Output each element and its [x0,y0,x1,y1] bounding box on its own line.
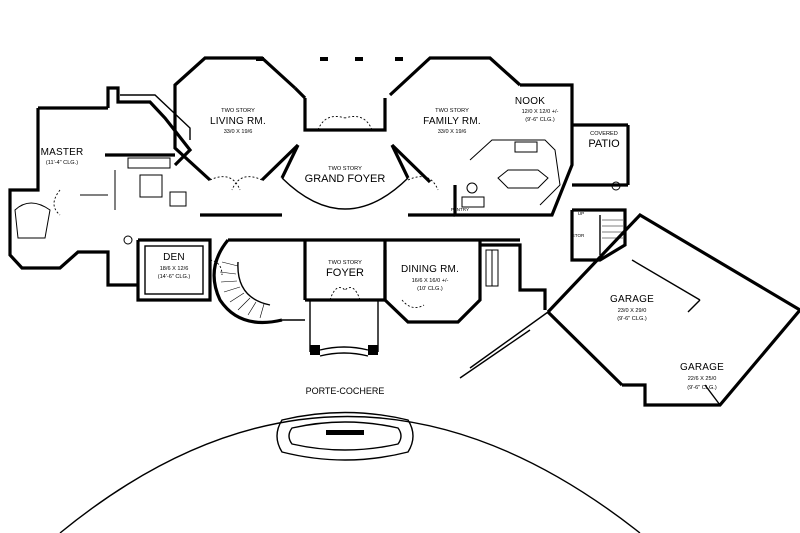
kitchen-island [497,169,549,189]
family-room-dims: 33/0 X 19/6 [438,129,467,135]
family-room-story: TWO STORY [435,108,469,114]
living-room-dims: 33/0 X 19/6 [224,129,253,135]
grand-foyer-story: TWO STORY [328,166,362,172]
up-label: UP [578,211,584,216]
garage-1-dims: 23/0 X 29/0 [618,308,647,314]
patio-name: PATIO [588,138,620,150]
porte-cochere-drive [59,311,641,533]
grand-foyer-name: GRAND FOYER [305,173,386,185]
patio-covered: COVERED [590,131,618,137]
den-clg: (14'-6" CLG.) [158,274,191,280]
garage-1-clg: (9'-6" CLG.) [617,316,647,322]
foyer-name: FOYER [326,267,364,279]
pantry-label: PANTRY [451,207,469,212]
nook-name: NOOK [515,96,545,107]
garage-2-clg: (9'-6" CLG.) [687,385,717,391]
fixtures [14,139,623,357]
garage-1-name: GARAGE [610,294,654,305]
dining-room-name: DINING RM. [401,264,459,275]
dining-room-clg: (10' CLG.) [417,286,443,292]
dining-room-dims: 16/6 X 16/0 +/- [412,278,449,284]
garage-2-name: GARAGE [680,362,724,373]
den-dims: 18/6 X 12/6 [160,266,189,272]
den-name: DEN [163,252,185,263]
exterior-walls [8,56,800,407]
room-labels: TWO STORY LIVING RM. 33/0 X 19/6 TWO STO… [41,96,724,396]
master-clg: (11'-4" CLG.) [46,160,78,166]
nook-clg: (9'-6" CLG.) [525,117,555,123]
door-swings [53,116,439,309]
stor-label: STOR [572,233,585,238]
living-room-name: LIVING RM. [210,116,266,127]
master-name: MASTER [41,147,84,158]
foyer-story: TWO STORY [328,260,362,266]
porte-cochere-label: PORTE-COCHERE [306,386,385,396]
windows [256,57,403,321]
family-room-name: FAMILY RM. [423,116,481,127]
garage-2-dims: 22/6 X 25/0 [688,376,717,382]
nook-dims: 12/0 X 12/0 +/- [522,109,559,115]
living-room-story: TWO STORY [221,108,255,114]
